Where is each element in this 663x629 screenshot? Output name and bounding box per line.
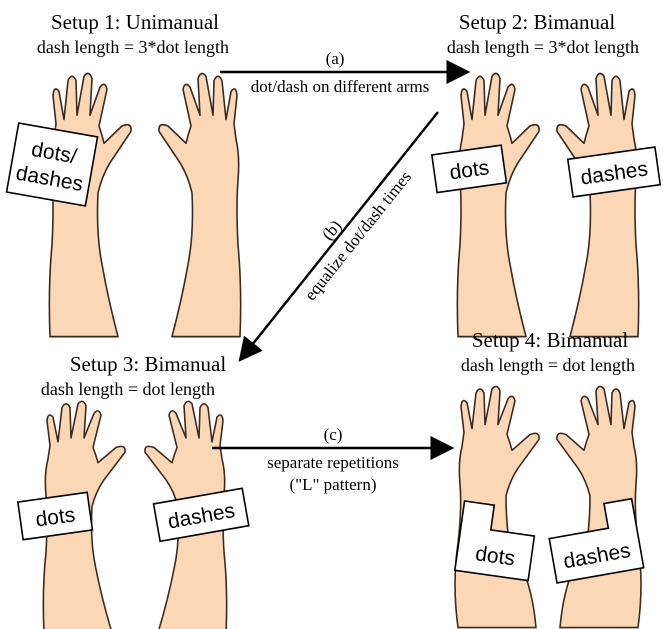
transition-b-tag: (b)	[318, 216, 345, 243]
setup-3-title: Setup 3: Bimanual	[70, 352, 226, 376]
transition-c-tag: (c)	[324, 425, 343, 444]
setup-1: Setup 1: Unimanual dash length = 3*dot l…	[7, 10, 241, 337]
setup-4: Setup 4: Bimanual dash length = dot leng…	[455, 328, 644, 628]
setup-1-subtitle: dash length = 3*dot length	[37, 37, 229, 57]
transition-b-label: equalize dot/dash times	[301, 167, 415, 304]
setup-1-sensor: dots/ dashes	[7, 123, 98, 206]
setup-2-subtitle: dash length = 3*dot length	[447, 37, 639, 57]
setup-2: Setup 2: Bimanual dash length = 3*dot le…	[432, 10, 660, 337]
transition-a-tag: (a)	[326, 49, 345, 68]
setup-4-title: Setup 4: Bimanual	[472, 328, 628, 352]
setup-2-left-arm	[457, 74, 539, 337]
setup-1-right-arm	[159, 74, 241, 337]
setup-1-left-arm	[49, 74, 131, 337]
setup-2-right-arm	[557, 74, 639, 337]
transition-b: (b) equalize dot/dash times	[240, 112, 438, 360]
transition-a: (a) dot/dash on different arms	[220, 49, 468, 96]
transition-c-label-1: separate repetitions	[267, 453, 399, 472]
setup-2-title: Setup 2: Bimanual	[459, 10, 615, 34]
setup-1-title: Setup 1: Unimanual	[51, 10, 219, 34]
setup-3: Setup 3: Bimanual dash length = dot leng…	[18, 352, 249, 629]
setup-3-subtitle: dash length = dot length	[41, 379, 215, 399]
setup-3-right-sensor: dashes	[154, 488, 249, 541]
transition-c-label-2: ("L" pattern)	[289, 475, 376, 494]
setup-4-subtitle: dash length = dot length	[461, 355, 635, 375]
transition-c: (c) separate repetitions ("L" pattern)	[212, 425, 452, 494]
transition-a-label: dot/dash on different arms	[251, 77, 430, 96]
